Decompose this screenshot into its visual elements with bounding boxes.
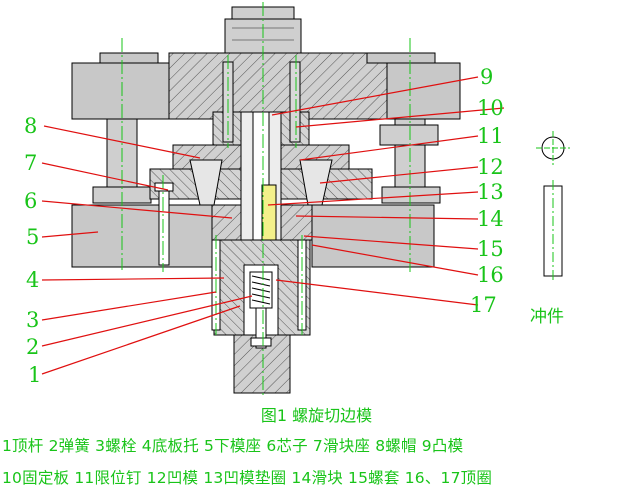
- callout-9: 9: [480, 65, 493, 89]
- callout-16: 16: [477, 263, 504, 287]
- punch-core: [240, 111, 282, 263]
- lower-die-seat: [71, 204, 435, 268]
- callout-7: 7: [24, 151, 37, 175]
- callout-1: 1: [28, 363, 41, 387]
- callout-10: 10: [477, 96, 504, 120]
- callout-4: 4: [26, 268, 39, 292]
- callout-13: 13: [477, 180, 504, 204]
- centerlines: [121, 2, 411, 398]
- callout-14: 14: [477, 207, 504, 231]
- callout-8: 8: [24, 114, 37, 138]
- callout-2: 2: [26, 335, 39, 359]
- callout-5: 5: [26, 225, 39, 249]
- product-label: 冲件: [530, 307, 564, 327]
- callout-12: 12: [477, 155, 504, 179]
- product-sketch: 冲件: [530, 131, 570, 327]
- leader-lines: [41, 76, 505, 375]
- legend-line-1: 1顶杆 2弹簧 3螺栓 4底板托 5下模座 6芯子 7滑块座 8螺帽 9凸模: [2, 437, 464, 455]
- legend-line-2: 10固定板 11限位钉 12凹模 13凹模垫圈 14滑块 15螺套 16、17顶…: [2, 469, 493, 487]
- callouts-right: 9 10 11 12 13 14 15 16 17: [470, 65, 504, 317]
- guide-posts: [92, 118, 441, 204]
- callout-15: 15: [477, 237, 504, 261]
- figure-caption: 图1 螺旋切边模: [260, 406, 373, 425]
- upper-die-plate: [71, 52, 461, 120]
- callout-17: 17: [470, 293, 497, 317]
- callout-6: 6: [24, 189, 37, 213]
- callout-3: 3: [26, 308, 39, 332]
- callouts-left: 8 7 6 5 4 3 2 1: [24, 114, 41, 387]
- callout-11: 11: [477, 124, 504, 148]
- bottom-plate-holder: [213, 239, 311, 394]
